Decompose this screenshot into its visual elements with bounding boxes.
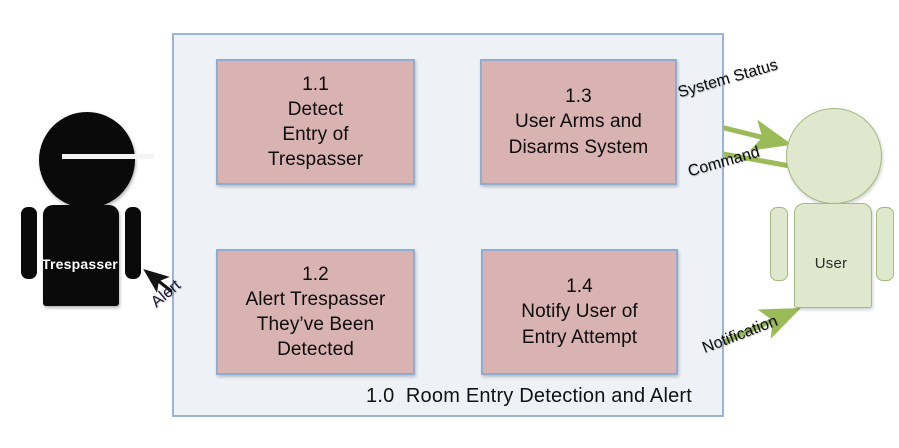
trespasser-mask-band-icon [62,154,154,159]
process-number: 1.2 [302,263,329,285]
process-line: Entry Attempt [521,326,638,348]
user-right-arm-icon [876,207,894,281]
process-line: Notify User of [521,301,638,323]
boundary-caption: 1.0 Room Entry Detection and Alert [366,385,693,407]
trespasser-right-arm-icon [125,207,141,279]
process-box-1-1[interactable]: 1.1 Detect Entry of Trespasser [216,59,415,185]
process-line: Alert Trespasser [245,288,386,310]
process-number: 1.3 [565,86,592,108]
process-box-1-2[interactable]: 1.2 Alert Trespasser They’ve Been Detect… [216,249,415,375]
process-line: Trespasser [267,149,364,171]
process-line: User Arms and [515,111,642,133]
actor-trespasser[interactable]: Trespasser [18,112,154,306]
trespasser-label: Trespasser [42,256,118,272]
process-number: 1.4 [566,276,593,298]
process-number: 1.1 [302,73,329,95]
user-torso-icon [794,203,872,308]
process-line: Disarms System [508,136,649,158]
user-left-arm-icon [770,207,788,281]
process-line: Detect [287,98,344,120]
process-box-1-4[interactable]: 1.4 Notify User of Entry Attempt [481,249,678,375]
trespasser-left-arm-icon [21,207,37,279]
process-box-1-3[interactable]: 1.3 User Arms and Disarms System [480,59,677,185]
process-line: They’ve Been [256,314,375,335]
process-line: Detected [277,339,354,361]
user-head-icon [786,108,882,204]
user-label: User [814,255,848,272]
trespasser-torso-icon [43,205,119,306]
process-line: Entry of [282,124,349,145]
actor-user[interactable]: User [768,108,894,308]
trespasser-head-icon [39,112,154,208]
